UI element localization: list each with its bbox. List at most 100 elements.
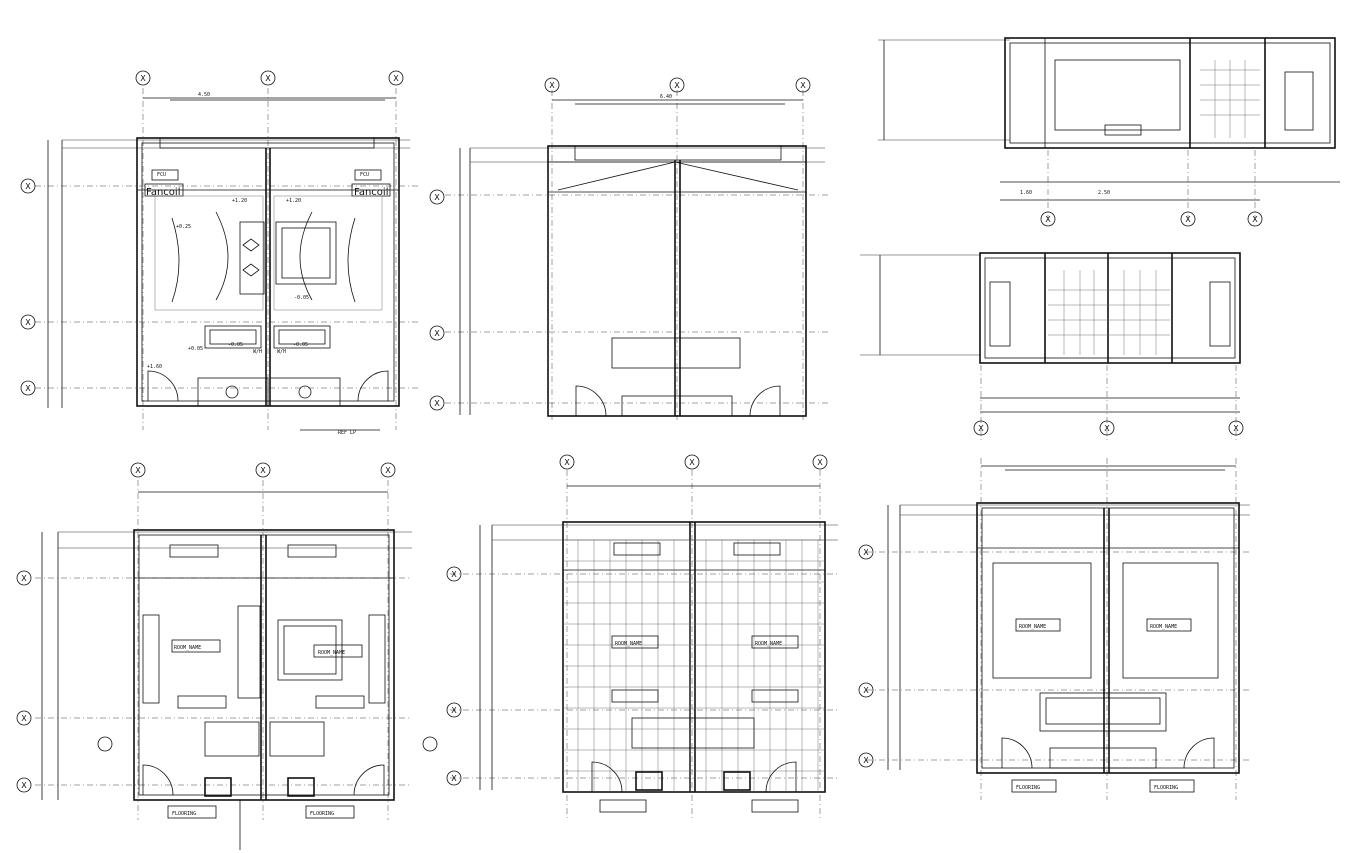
plan-panel-bottom-right: ROOM_NAME ROOM_NAME FLOORING FLOORING 2.… [866,190,1250,800]
grid-axis-label: X [689,458,695,467]
fcu-label-right: FCU [360,172,369,178]
section-panel-top-right [878,37,1340,220]
grid-axis-label: X [549,81,555,90]
grid-axis-bubble: X [260,70,276,86]
grid-axis-label: X [451,570,457,579]
grid-axis-bubble: X [429,189,445,205]
reference-note: REF LP [338,430,356,436]
grid-axis-label: X [434,329,440,338]
room-tag-flooring-right: ROOM_NAME [1150,624,1177,630]
grid-axis-bubble: X [795,77,811,93]
grid-axis-bubble: X [446,566,462,582]
grid-axis-bubble: X [20,380,36,396]
grid-axis-label: X [863,548,869,557]
grid-axis-label: X [21,574,27,583]
grid-axis-label: X [434,193,440,202]
plan-panel-bottom-left: ROOM_NAME ROOM_NAME FLOORING FLOORING [35,480,438,850]
plan-panel-top-left: Fancoil Fancoil W/H W/H FCU FCU +1.60 -0… [35,88,420,436]
room-tag-right: ROOM_NAME [318,650,345,656]
grid-axis-label: X [1185,215,1191,224]
grid-axis-bubble: X [20,178,36,194]
floor-tag-flooring-right: FLOORING [1154,785,1178,791]
fcu-label-left: FCU [157,172,166,178]
dimension-c: 2.50 [1098,190,1110,196]
grid-axis-label: X [393,74,399,83]
level-mark-f: +1.20 [286,198,301,204]
room-tag-flooring-left: ROOM_NAME [1019,624,1046,630]
grid-axis-bubble: X [858,682,874,698]
grid-axis-bubble: X [1247,211,1263,227]
grid-axis-label: X [260,466,266,475]
dimension-b: 6.40 [660,94,672,100]
grid-axis-bubble: X [16,777,32,793]
grid-axis-bubble: X [669,77,685,93]
grid-axis-label: X [385,466,391,475]
grid-axis-label: X [863,756,869,765]
grid-axis-bubble: X [684,454,700,470]
grid-axis-label: X [140,74,146,83]
fancoil-label-left: Fancoil [146,187,180,198]
grid-axis-bubble: X [1099,420,1115,436]
grid-axis-bubble: X [388,70,404,86]
grid-axis-label: X [1233,424,1239,433]
grid-axis-bubble: X [16,710,32,726]
grid-axis-label: X [135,466,141,475]
grid-axis-bubble: X [20,314,36,330]
dimension-a: 4.50 [198,92,210,98]
grid-axis-bubble: X [380,462,396,478]
level-mark-g: -0.05 [294,295,309,301]
grid-axis-label: X [800,81,806,90]
floor-tag-right: FLOORING [310,811,334,817]
grid-axis-label: X [863,686,869,695]
wh-label-right: W/H [277,349,286,355]
grid-axis-label: X [25,384,31,393]
grid-axis-markers: X X X X X X X X X X X X X X X X X X X X X X X X X X X X X X X X X [16,70,1263,793]
grid-axis-label: X [564,458,570,467]
grid-axis-bubble: X [135,70,151,86]
dimension-d: 1.60 [1020,190,1032,196]
level-mark-c: +0.25 [176,224,191,230]
room-tag-center-right: ROOM_NAME [755,641,782,647]
grid-axis-label: X [1104,424,1110,433]
grid-axis-label: X [817,458,823,467]
grid-axis-label: X [21,781,27,790]
room-tag-left: ROOM_NAME [174,645,201,651]
grid-axis-bubble: X [130,462,146,478]
grid-axis-bubble: X [1040,211,1056,227]
grid-axis-bubble: X [973,420,989,436]
level-mark-e: -0.05 [293,342,308,348]
grid-axis-bubble: X [858,544,874,560]
grid-axis-label: X [1252,215,1258,224]
plan-panel-top-middle: 6.40 [445,90,830,420]
grid-axis-bubble: X [429,395,445,411]
grid-axis-bubble: X [429,325,445,341]
grid-axis-label: X [21,714,27,723]
room-tag-center-left: ROOM_NAME [615,641,642,647]
wh-label-left: W/H [253,349,262,355]
grid-axis-bubble: X [559,454,575,470]
grid-axis-bubble: X [16,570,32,586]
grid-axis-bubble: X [544,77,560,93]
level-mark-h: +0.05 [188,346,203,352]
grid-axis-label: X [674,81,680,90]
fancoil-label-right: Fancoil [354,187,388,198]
grid-axis-bubble: X [1180,211,1196,227]
section-panel-right-middle [860,252,1241,440]
floor-tag-left: FLOORING [172,811,196,817]
floor-tag-flooring-left: FLOORING [1016,785,1040,791]
grid-axis-bubble: X [812,454,828,470]
level-mark-a: +1.60 [147,364,162,370]
grid-axis-bubble: X [858,752,874,768]
grid-axis-label: X [25,182,31,191]
grid-axis-label: X [434,399,440,408]
grid-axis-bubble: X [1228,420,1244,436]
grid-axis-bubble: X [255,462,271,478]
level-mark-b: -0.05 [228,342,243,348]
grid-axis-label: X [451,706,457,715]
grid-axis-label: X [978,424,984,433]
plan-panel-bottom-middle: ROOM_NAME ROOM_NAME [450,470,840,820]
grid-axis-bubble: X [446,702,462,718]
grid-axis-label: X [451,774,457,783]
